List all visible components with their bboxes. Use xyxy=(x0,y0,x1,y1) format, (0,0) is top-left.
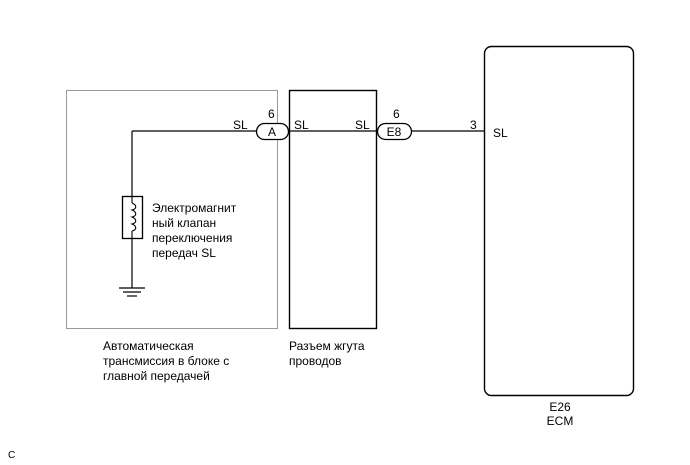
ecm-name: ECM xyxy=(546,414,574,428)
ecm-box xyxy=(483,45,635,397)
connector-a-pin: 6 xyxy=(268,107,275,121)
figure-code: C xyxy=(8,450,16,461)
connector-e8-shape xyxy=(376,122,413,141)
connector-a-shape xyxy=(255,122,290,141)
ecm-code: E26 xyxy=(549,400,571,414)
harness-terminal-right: SL xyxy=(355,118,370,132)
transmission-caption: Автоматическая трансмиссия в блоке с гла… xyxy=(103,339,230,383)
solenoid-icon xyxy=(121,195,144,240)
ecm-terminal: SL xyxy=(493,126,508,140)
harness-caption: Разъем жгута проводов xyxy=(289,339,365,368)
connector-a-label: A xyxy=(267,125,276,139)
harness-terminal-left: SL xyxy=(294,118,309,132)
harness-connector-box xyxy=(288,89,378,330)
transmission-box xyxy=(66,90,278,329)
connector-e8-pin: 6 xyxy=(393,107,400,121)
connector-e8-label: E8 xyxy=(386,125,402,139)
ecm-pin: 3 xyxy=(470,118,477,132)
solenoid-caption: Электромагнит ный клапан переключения пе… xyxy=(152,201,237,260)
ground-icon xyxy=(119,287,145,297)
transmission-terminal: SL xyxy=(233,118,248,132)
